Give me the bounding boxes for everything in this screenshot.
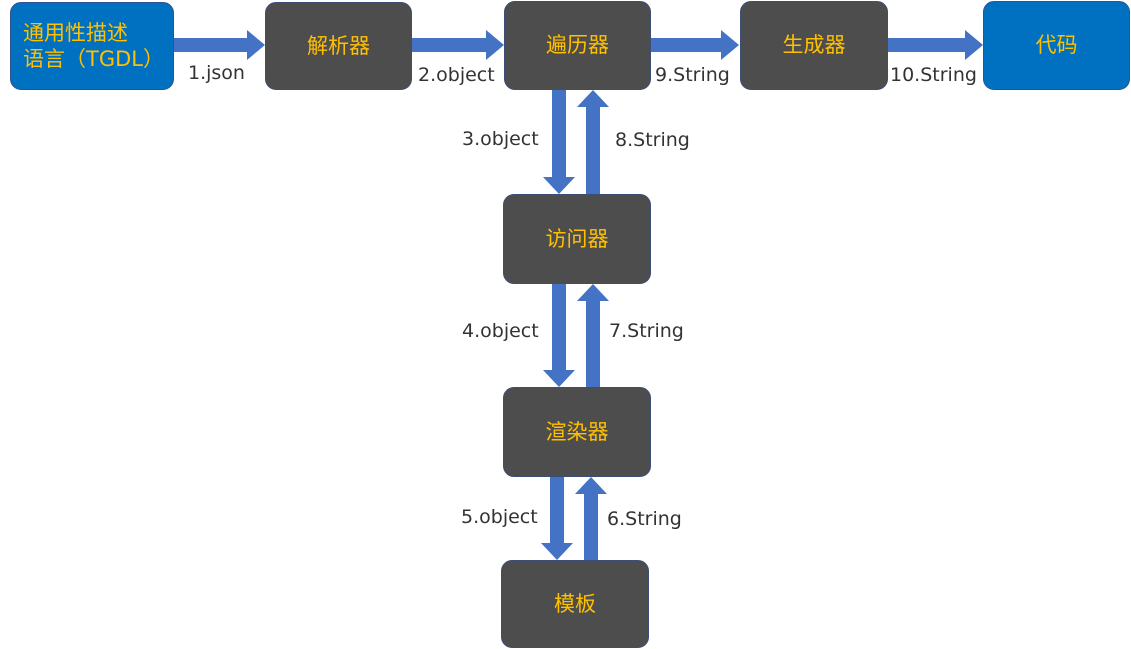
arrow-parser-to-traverser (412, 30, 504, 60)
edge-label-8: 8.String (615, 129, 690, 151)
edge-label-1: 1.json (188, 62, 245, 84)
edge-label-6: 6.String (607, 508, 682, 530)
arrow-traverser-to-visitor (543, 90, 575, 194)
node-template-label: 模板 (554, 591, 596, 616)
node-parser-label: 解析器 (307, 33, 370, 58)
node-traverser-label: 遍历器 (546, 33, 609, 58)
edge-label-5: 5.object (461, 506, 538, 528)
node-renderer-label: 渲染器 (545, 419, 609, 444)
edge-label-9: 9.String (655, 64, 730, 86)
node-code: 代码 (983, 1, 1130, 90)
arrow-tgdl-to-parser (174, 30, 265, 60)
arrow-visitor-to-traverser (577, 90, 609, 194)
edge-label-4: 4.object (462, 320, 539, 342)
arrow-template-to-renderer (575, 477, 607, 560)
node-code-label: 代码 (1035, 33, 1078, 58)
node-tgdl-label: 通用性描述 语言（TGDL） (23, 20, 164, 71)
edge-label-10: 10.String (890, 64, 977, 86)
edge-label-7: 7.String (609, 320, 684, 342)
node-tgdl: 通用性描述 语言（TGDL） (10, 2, 174, 90)
node-template: 模板 (501, 560, 649, 648)
node-parser: 解析器 (265, 2, 412, 90)
node-renderer: 渲染器 (503, 387, 651, 477)
node-visitor-label: 访问器 (545, 226, 609, 251)
arrow-renderer-to-visitor (577, 284, 609, 387)
arrow-renderer-to-template (541, 477, 573, 560)
edge-label-2: 2.object (418, 64, 495, 86)
arrow-visitor-to-renderer (543, 284, 575, 387)
node-generator-label: 生成器 (782, 33, 846, 58)
arrow-traverser-to-generator (651, 30, 739, 60)
edge-label-3: 3.object (462, 128, 539, 150)
node-generator: 生成器 (740, 1, 888, 90)
node-visitor: 访问器 (503, 194, 651, 284)
arrow-generator-to-code (888, 30, 983, 60)
node-traverser: 遍历器 (504, 1, 651, 90)
